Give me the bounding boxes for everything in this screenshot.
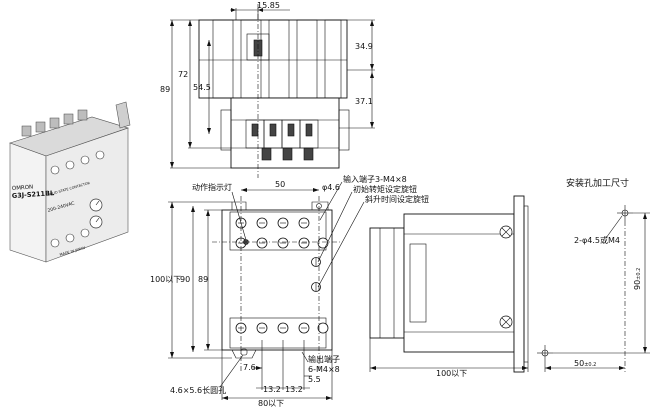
photo-model: G3J-S211BL	[12, 189, 55, 200]
dim-80-max: 80以下	[258, 399, 284, 408]
label-ramp-time: 斜升时间设定旋钮	[365, 194, 429, 204]
dim-72: 72	[178, 70, 188, 79]
dim-13-2-b: 13.2	[285, 385, 303, 394]
photo-brand: OMRON	[12, 185, 34, 192]
label-output-spec: 6-M4×8	[308, 365, 340, 374]
dim-54-5: 54.5	[193, 83, 211, 92]
top-view: 15.85 89 72 54.5 34.9 37.1	[160, 1, 375, 178]
product-photo: OMRON G3J-S211BL SOLID STATE CONTACTOR 2…	[9, 101, 131, 263]
dim-13-2-a: 13.2	[263, 385, 281, 394]
dim-15-85: 15.85	[257, 1, 280, 10]
dim-side-100-max: 100以下	[436, 369, 467, 378]
dim-5-5: 5.5	[308, 375, 321, 384]
dim-89-top: 89	[160, 85, 170, 94]
dim-37-1: 37.1	[355, 97, 373, 106]
mounting-dim-h-tol: ±0.2	[584, 362, 596, 368]
label-output: 输出端子	[308, 354, 340, 364]
mounting-dim-v-value: 90	[633, 280, 642, 290]
mounting-hole-label: 2-φ4.5或M4	[574, 235, 620, 245]
dim-100-max: 100以下	[150, 275, 181, 284]
label-init-torque: 初始转矩设定旋钮	[353, 184, 417, 194]
photo-line3: MADE IN JAPAN	[59, 246, 86, 257]
mounting-dim-v: 90±0.2	[633, 268, 642, 290]
mounting-dim-v-tol: ±0.2	[636, 268, 642, 280]
dim-89-front: 89	[198, 275, 208, 284]
mounting-holes: 安装孔加工尺寸 2-φ4.5或M4 90±0.2 50±0.2	[537, 177, 650, 372]
dim-34-9: 34.9	[355, 42, 373, 51]
dim-hole: φ4.6	[322, 183, 340, 192]
side-view: 100以下	[369, 195, 529, 378]
front-view: 50 φ4.6 100以下 90 89 80以下 13.2 13.2	[150, 174, 429, 408]
label-slot: 4.6×5.6长圆孔	[170, 385, 226, 395]
mounting-dim-h: 50±0.2	[574, 359, 596, 368]
mounting-dim-h-value: 50	[574, 359, 584, 368]
dim-7-6: 7.6	[243, 363, 256, 372]
label-input: 输入端子3-M4×8	[343, 174, 407, 184]
label-led: 动作指示灯	[192, 182, 232, 192]
dim-50: 50	[275, 180, 285, 189]
dim-90: 90	[180, 275, 190, 284]
mounting-title: 安装孔加工尺寸	[566, 177, 629, 189]
